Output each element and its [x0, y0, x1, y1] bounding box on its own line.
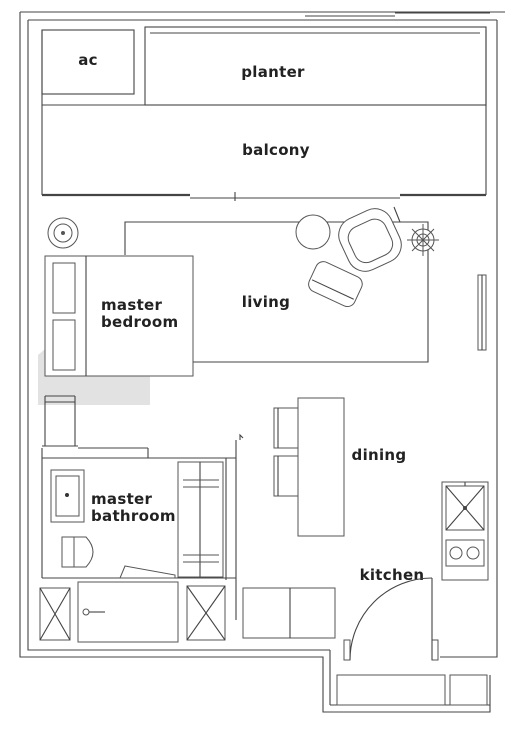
- entry-door: [336, 577, 488, 706]
- lower-storage: [39, 581, 336, 643]
- master-bathroom: [50, 461, 224, 579]
- room-label-living: living: [242, 293, 290, 311]
- master-bedroom: [42, 217, 194, 447]
- water-heater-icon: [47, 217, 79, 249]
- room-label-ac: ac: [78, 51, 98, 69]
- dining-set: [273, 397, 345, 537]
- floor-lamp-icon: [407, 224, 439, 256]
- balcony-zone: [41, 26, 487, 201]
- room-label-master-bathroom-line1: master: [91, 490, 153, 508]
- living-rug: [124, 221, 429, 363]
- room-label-dining: dining: [352, 446, 407, 464]
- side-window: [477, 274, 487, 351]
- room-label-master-bedroom-line2: bedroom: [101, 313, 178, 331]
- room-label-balcony: balcony: [242, 141, 310, 159]
- kitchen-counter: [441, 481, 489, 581]
- room-label-kitchen: kitchen: [360, 566, 425, 584]
- living-furniture: [295, 206, 439, 308]
- exterior-walls: [19, 11, 505, 713]
- room-label-master-bedroom-line1: master: [101, 296, 163, 314]
- room-label-master-bathroom-line2: bathroom: [91, 507, 176, 525]
- toilet-icon: [61, 536, 94, 568]
- room-label-planter: planter: [241, 63, 305, 81]
